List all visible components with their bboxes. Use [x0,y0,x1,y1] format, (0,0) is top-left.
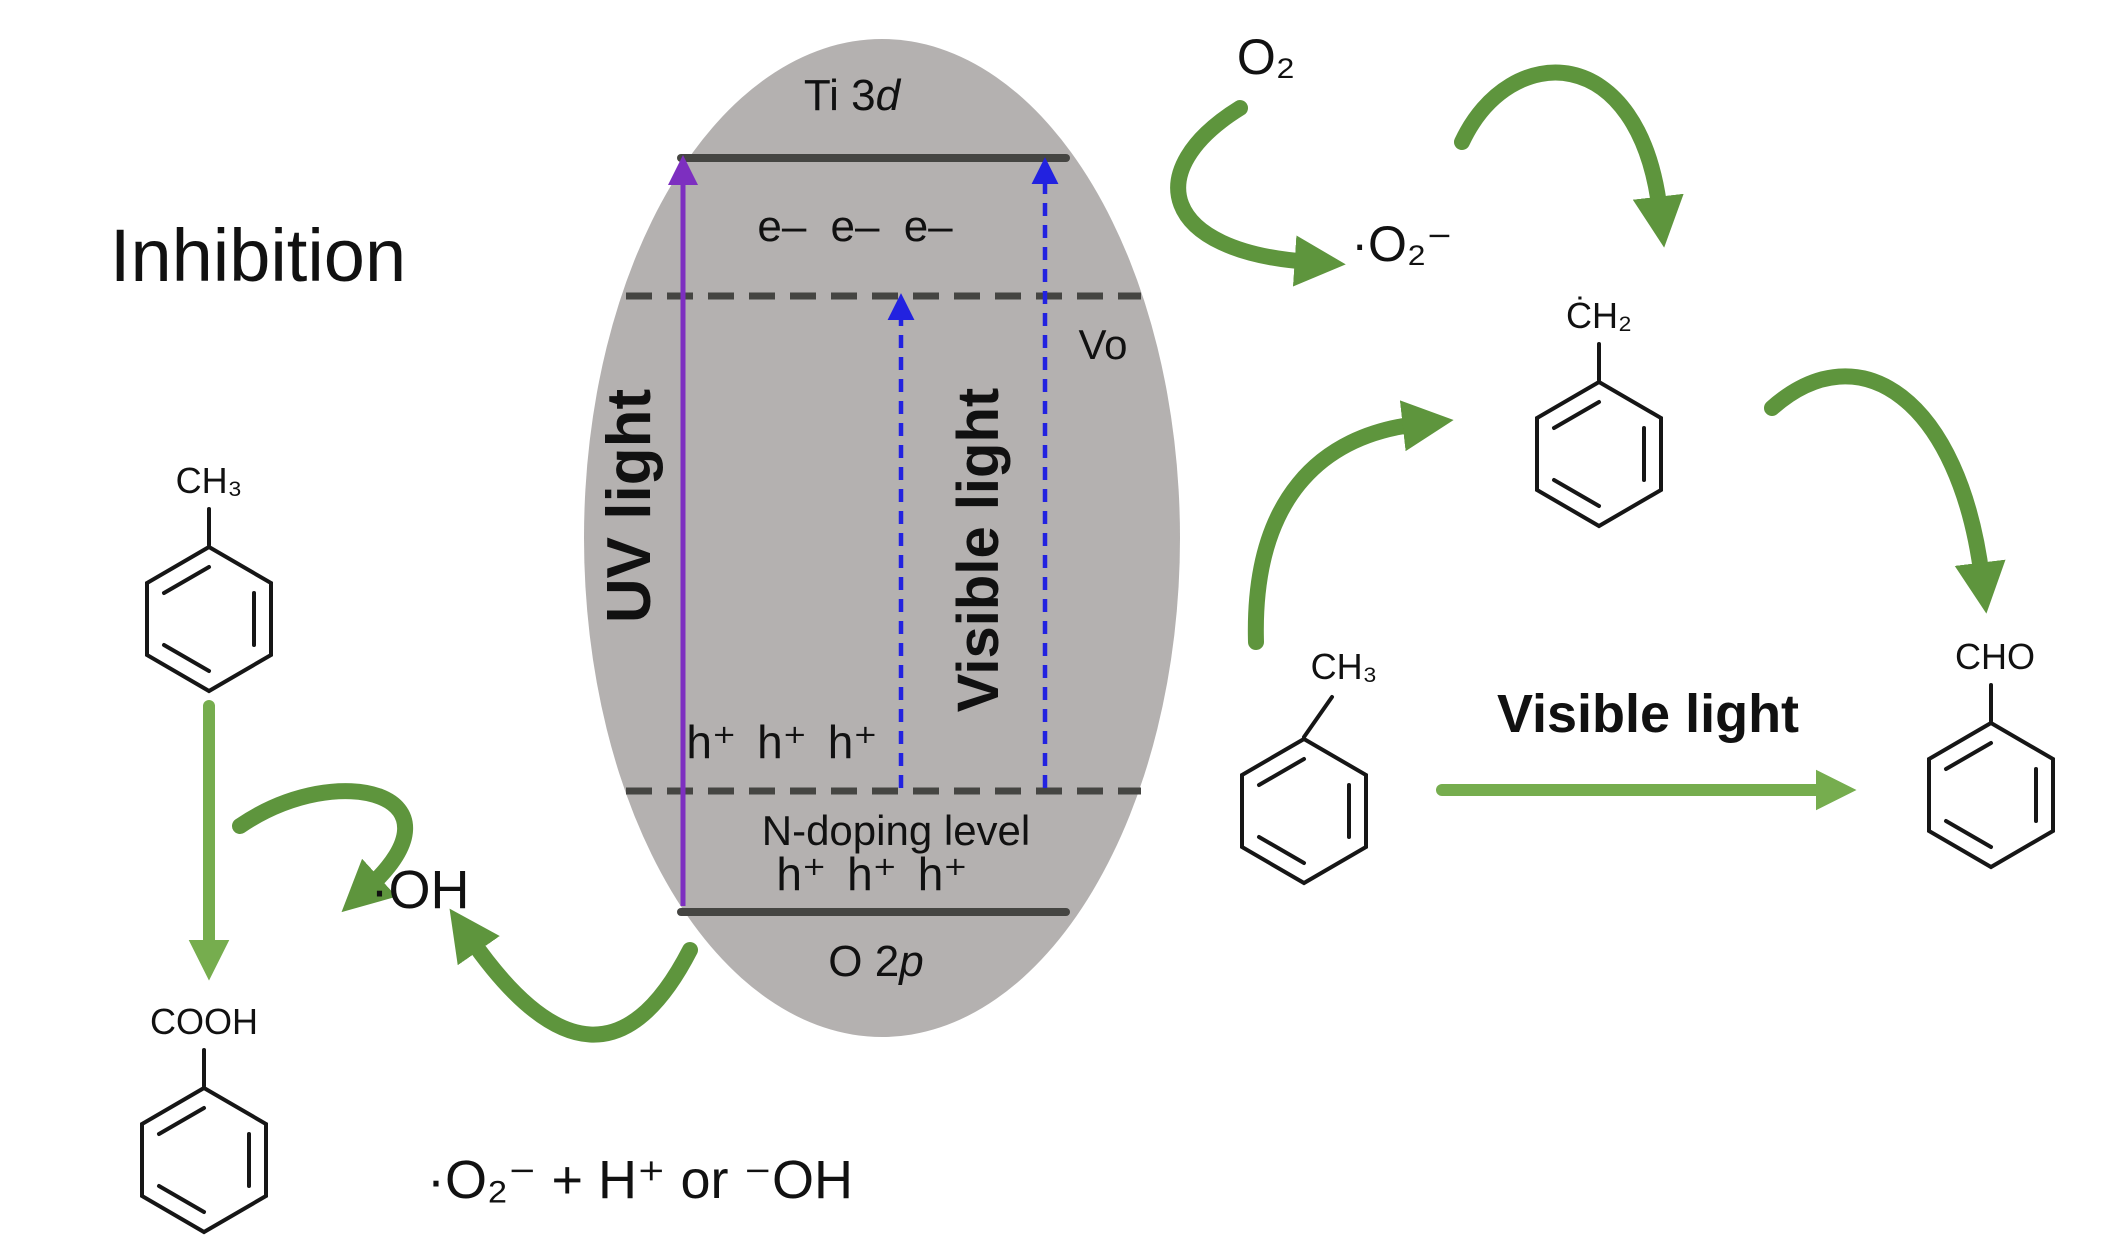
holes-lower-label: h⁺ h⁺ h⁺ [776,848,968,900]
substituent-label: CHO [1955,636,2035,677]
double-bond [1552,400,1601,430]
double-bond [157,1184,206,1214]
benzene-ring [1535,379,1663,529]
benzaldehyde-molecule: CHO [1927,636,2055,870]
holes-upper-label: h⁺ h⁺ h⁺ [686,716,878,768]
o2-to-superoxide-arrow [1170,100,1346,287]
toluene-to-radical-arrow [1247,400,1454,650]
substituent-bond [1302,695,1334,739]
n-doping-level-label: N-doping level [761,807,1031,854]
radical-to-benzaldehyde-arrow [1764,368,2006,614]
double-bond [157,1106,206,1136]
benzyl-radical-molecule: ĊH₂ [1535,295,1663,529]
oxygen-label: O₂ [1236,29,1296,85]
o2p-orbital: p [899,937,924,986]
superoxide-label: ·O₂⁻ [1351,216,1453,272]
toluene-molecule-right: CH₃ [1240,646,1378,886]
benzene-ring [1240,736,1368,886]
electrons-label: e– e– e– [757,202,953,251]
benzene-ring [145,544,273,694]
double-bond [162,565,211,595]
ti3d-prefix: Ti 3 [803,71,876,120]
visible-light-reaction-label: Visible light [1496,684,1800,744]
substituent-label: ĊH₂ [1566,295,1632,336]
double-bond [1257,835,1306,865]
vo-label: Vo [1078,321,1128,368]
superoxide-formula-label: ·O₂⁻ + H⁺ or ⁻OH [426,1150,854,1210]
superoxide-to-radical-arrow [1454,64,1684,248]
double-bond [1257,757,1306,787]
visible-light-vertical-label: Visible light [946,387,1011,713]
benzene-ring [1927,720,2055,870]
substituent-label: CH₃ [1311,646,1378,687]
o2p-prefix: O 2 [828,937,900,986]
double-bond [1944,741,1993,771]
double-bond [1944,819,1993,849]
uv-light-label: UV light [595,388,664,624]
substituent-label: CH₃ [176,460,243,501]
double-bond [1552,478,1601,508]
o2p-level-label: O 2p [828,940,923,984]
ti3d-level-label: Ti 3d [804,74,900,118]
benzene-ring [140,1085,268,1235]
toluene-molecule-left: CH₃ [145,460,273,694]
hydroxyl-attack-arrow [232,783,414,913]
inhibition-label: Inhibition [109,214,407,297]
substituent-label: COOH [150,1001,258,1042]
hydroxyl-label: ·OH [370,860,470,920]
ti3d-orbital: d [875,71,901,120]
benzoic-acid-molecule: COOH [140,1001,268,1235]
double-bond [162,643,211,673]
superoxide-to-hydroxyl-arrow [449,908,698,1043]
